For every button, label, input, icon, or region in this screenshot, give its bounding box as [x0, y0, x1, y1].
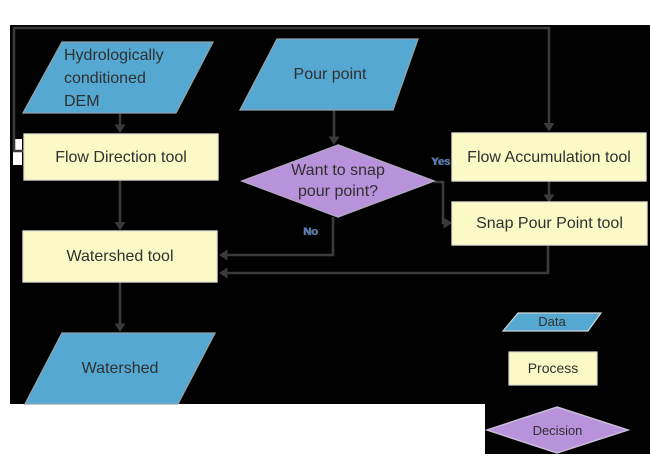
watershed-parallelogram [23, 332, 217, 405]
arrowhead [543, 123, 555, 132]
connector-arrowheads [114, 123, 555, 332]
pour-point-parallelogram [238, 38, 419, 111]
legend-data-parallelogram [501, 312, 603, 332]
arrowhead [443, 217, 452, 229]
no-edge-label: No [303, 226, 318, 238]
arrowhead [114, 124, 126, 133]
snap-decision-diamond [239, 144, 437, 218]
legend-data-label: Data [538, 314, 566, 329]
flow-accumulation-box [451, 132, 647, 182]
edge-decision-no-to-watershedtool [227, 217, 335, 257]
arrowhead [219, 267, 228, 279]
snap-pour-point-box [451, 201, 648, 246]
arrowhead [219, 249, 228, 261]
flow-accumulation-label: Flow Accumulation tool [467, 148, 631, 166]
watershed-tool-label: Watershed tool [66, 248, 174, 265]
legend-process-box [508, 351, 598, 386]
arrowhead [543, 194, 555, 203]
edge-snappourpoint-to-watershedtool [227, 245, 550, 275]
pour-point-label: Pour point [293, 66, 367, 83]
dem-parallelogram [21, 41, 215, 114]
arrowhead [114, 222, 126, 231]
flow-direction-label: Flow Direction tool [55, 148, 187, 166]
legend-process-label: Process [527, 360, 579, 376]
snap-decision-label: Want to snap pour point? [291, 162, 385, 200]
connector-lines [12, 26, 551, 324]
yes-edge-label: Yes [431, 156, 450, 168]
legend-decision-diamond [484, 406, 631, 454]
watershed-label: Watershed [81, 360, 159, 377]
edge-decision-yes-to-snappourpoint [434, 180, 445, 225]
arrowhead [328, 136, 340, 145]
flow-direction-box [23, 133, 219, 181]
dem-label: Hydrologically conditioned DEM [64, 47, 164, 110]
edge-flowdirection-to-flowaccumulation [12, 26, 551, 153]
snap-pour-point-label: Snap Pour Point tool [476, 215, 623, 232]
watershed-tool-box [22, 230, 218, 283]
legend-decision-label: Decision [532, 422, 583, 438]
arrowhead [114, 323, 126, 332]
